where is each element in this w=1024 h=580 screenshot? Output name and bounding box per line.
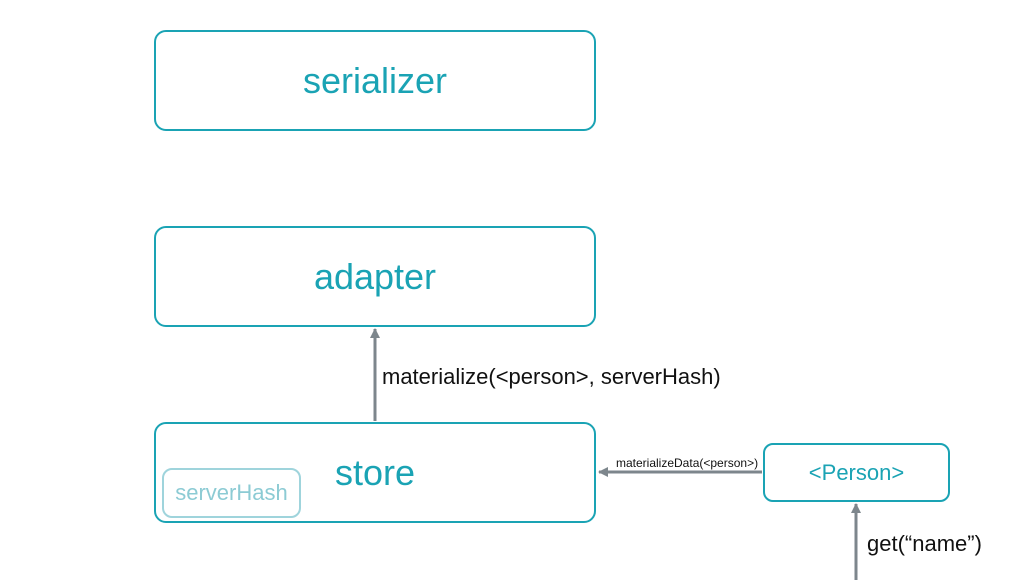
get-name-edge-label: get(“name”) xyxy=(867,531,982,556)
serializer-label: serializer xyxy=(302,59,448,101)
store-node: store serverHash xyxy=(154,422,596,523)
serializer-node: serializer xyxy=(154,30,596,131)
materialize-data-edge-label: materializeData(<person>) xyxy=(616,456,759,470)
server-hash-node: serverHash xyxy=(162,468,301,518)
person-node: <Person> xyxy=(763,443,950,502)
store-label: store xyxy=(334,452,416,493)
server-hash-label: serverHash xyxy=(175,480,288,505)
adapter-node: adapter xyxy=(154,226,596,327)
adapter-label: adapter xyxy=(313,255,437,297)
materialize-edge-label: materialize(<person>, serverHash) xyxy=(382,364,721,389)
person-label: <Person> xyxy=(808,459,905,485)
